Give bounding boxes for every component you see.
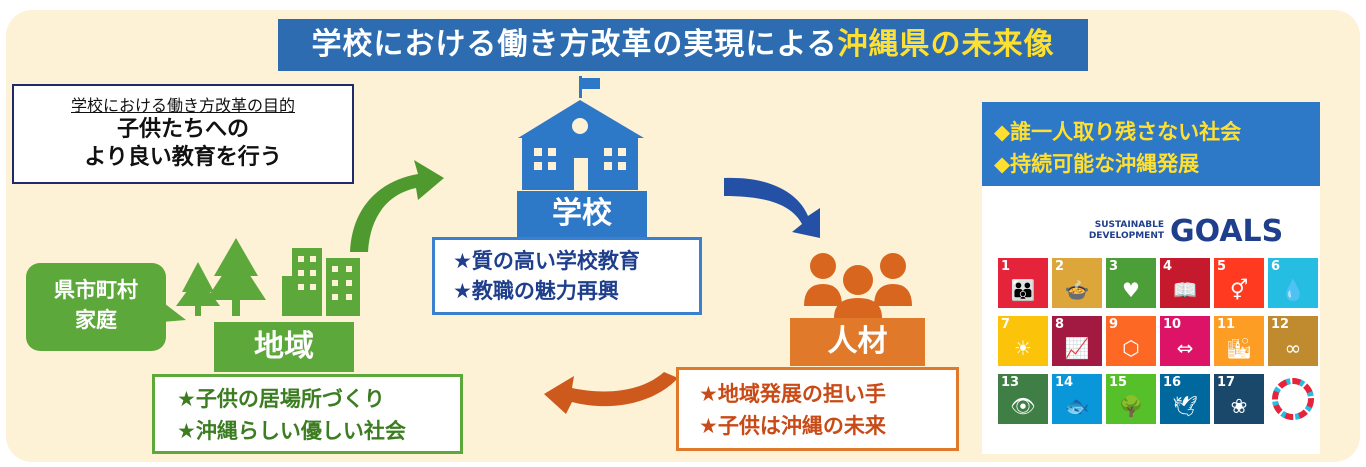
title-main: 学校における働き方改革の実現による <box>311 27 838 62</box>
sdg-tile-10: 10 ⇔ <box>1160 316 1210 366</box>
school-item-2: ★教職の魅力再興 <box>453 279 619 303</box>
bubble-line-1: 県市町村 <box>54 278 138 302</box>
sdg-tile-12: 12 ∞ <box>1268 316 1318 366</box>
sdg-tile-number: 2 <box>1055 259 1065 274</box>
sdg-tile-3: 3♥ <box>1106 258 1156 308</box>
sdg-tile-icon: 👁 <box>1010 394 1036 418</box>
sdg-tile-icon: 📈 <box>1064 336 1090 360</box>
sdg-tile-icon: ♥ <box>1122 278 1140 302</box>
sdg-tile-icon: ∞ <box>1284 336 1302 360</box>
arrow-orange-icon <box>544 372 678 414</box>
sdg-tile-number: 12 <box>1271 317 1290 332</box>
bubble-line-2: 家庭 <box>75 308 117 332</box>
sdg-tile-icon: 🏙 <box>1226 336 1252 360</box>
speech-bubble: 県市町村 家庭 <box>26 263 166 351</box>
chiiki-item-1: ★子供の居場所づくり <box>177 387 385 411</box>
sdg-tile-number: 9 <box>1109 317 1119 332</box>
sdg-tile-icon: 🐟 <box>1064 394 1090 418</box>
sdg-tile-8: 8📈 <box>1052 316 1102 366</box>
sdg-tile-number: 7 <box>1001 317 1011 332</box>
school-label: 学校 <box>517 191 647 237</box>
sdgs-logo-small: SUSTAINABLE DEVELOPMENT <box>1054 220 1164 242</box>
sdg-tile-4: 4📖 <box>1160 258 1210 308</box>
sdg-tile-number: 3 <box>1109 259 1119 274</box>
sdgs-logo-small-2: DEVELOPMENT <box>1088 231 1164 241</box>
sdg-tile-6: 6💧 <box>1268 258 1318 308</box>
sdg-tile-number: 15 <box>1109 375 1128 390</box>
sdg-tile-icon: 💧 <box>1280 278 1306 302</box>
trees-buildings-icon <box>176 238 360 316</box>
sdgs-logo-small-1: SUSTAINABLE <box>1094 220 1164 230</box>
sdg-tile-number: 14 <box>1055 375 1074 390</box>
sdg-tile-icon: ☀ <box>1014 336 1032 360</box>
arrow-blue-icon <box>724 177 820 238</box>
chiiki-description: ★子供の居場所づくり ★沖縄らしい優しい社会 <box>152 374 463 454</box>
school-description: ★質の高い学校教育 ★教職の魅力再興 <box>432 237 702 315</box>
chiiki-label: 地域 <box>214 322 354 372</box>
sdg-tile-15: 15 🌳 <box>1106 374 1156 424</box>
arrow-green-icon <box>350 160 444 252</box>
sdgs-logo-big: GOALS <box>1170 214 1284 249</box>
sdg-tile-16: 16 🕊 <box>1160 374 1210 424</box>
sdg-tile-number: 1 <box>1001 259 1011 274</box>
sdg-tile-13: 13 👁 <box>998 374 1048 424</box>
jinzai-item-2: ★子供は沖縄の未来 <box>699 414 886 438</box>
sdg-tile-17: 17 ❀ <box>1214 374 1264 424</box>
sdg-tile-number: 4 <box>1163 259 1173 274</box>
sdg-tile-11: 11 🏙 <box>1214 316 1264 366</box>
title-highlight: 沖縄県の未来像 <box>837 27 1055 62</box>
sdg-tile-5: 5⚥ <box>1214 258 1264 308</box>
sdg-tile-icon: 📖 <box>1172 278 1198 302</box>
bubble-tail <box>160 300 186 322</box>
school-item-1: ★質の高い学校教育 <box>453 249 640 273</box>
sdg-tile-number: 6 <box>1271 259 1281 274</box>
sdg-tile-number: 17 <box>1217 375 1236 390</box>
page-title: 学校における働き方改革の実現による沖縄県の未来像 <box>278 19 1088 71</box>
purpose-box: 学校における働き方改革の目的 子供たちへの より良い教育を行う <box>12 84 354 184</box>
purpose-caption: 学校における働き方改革の目的 <box>70 96 295 115</box>
sdg-tile-icon: ⚥ <box>1229 278 1249 302</box>
purpose-line-1: 子供たちへの <box>116 117 249 142</box>
sdg-tile-icon: 🍲 <box>1064 278 1090 302</box>
sdgs-panel: ◆誰一人取り残さない社会 ◆持続可能な沖縄発展 SUSTAINABLE DEVE… <box>982 102 1320 454</box>
sdg-wheel-icon <box>1268 374 1318 424</box>
people-icon <box>804 253 912 318</box>
sdg-tile-icon: ❀ <box>1230 394 1248 418</box>
sdg-tile-7: 7☀ <box>998 316 1048 366</box>
sdg-tile-number: 11 <box>1217 317 1236 332</box>
jinzai-description: ★地域発展の担い手 ★子供は沖縄の未来 <box>676 367 959 451</box>
sdg-tile-icon: ⇔ <box>1176 336 1194 360</box>
sdg-tile-icon: 👪 <box>1010 278 1036 302</box>
sdgs-header: ◆誰一人取り残さない社会 ◆持続可能な沖縄発展 <box>982 102 1320 186</box>
sdg-tile-number: 5 <box>1217 259 1227 274</box>
sdgs-logo: SUSTAINABLE DEVELOPMENT GOALS <box>1054 214 1294 254</box>
sdg-tile-2: 2🍲 <box>1052 258 1102 308</box>
purpose-line-2: より良い教育を行う <box>84 145 282 170</box>
chiiki-item-2: ★沖縄らしい優しい社会 <box>177 419 406 443</box>
sdg-tile-icon: 🕊 <box>1172 394 1198 418</box>
sdg-tile-number: 8 <box>1055 317 1065 332</box>
sdg-tile-9: 9⬡ <box>1106 316 1156 366</box>
sdg-tile-icon: ⬡ <box>1122 336 1140 360</box>
sdg-tile-1: 1👪 <box>998 258 1048 308</box>
sdg-tile-14: 14 🐟 <box>1052 374 1102 424</box>
jinzai-label: 人材 <box>790 318 925 366</box>
sdgs-item-1: ◆誰一人取り残さない社会 <box>994 120 1242 144</box>
sdgs-item-2: ◆持続可能な沖縄発展 <box>994 152 1200 176</box>
jinzai-item-1: ★地域発展の担い手 <box>699 382 886 406</box>
sdg-tile-icon: 🌳 <box>1118 394 1144 418</box>
school-building-icon <box>518 76 644 190</box>
sdg-tile-number: 13 <box>1001 375 1020 390</box>
sdg-tile-number: 16 <box>1163 375 1182 390</box>
sdg-tile-number: 10 <box>1163 317 1182 332</box>
